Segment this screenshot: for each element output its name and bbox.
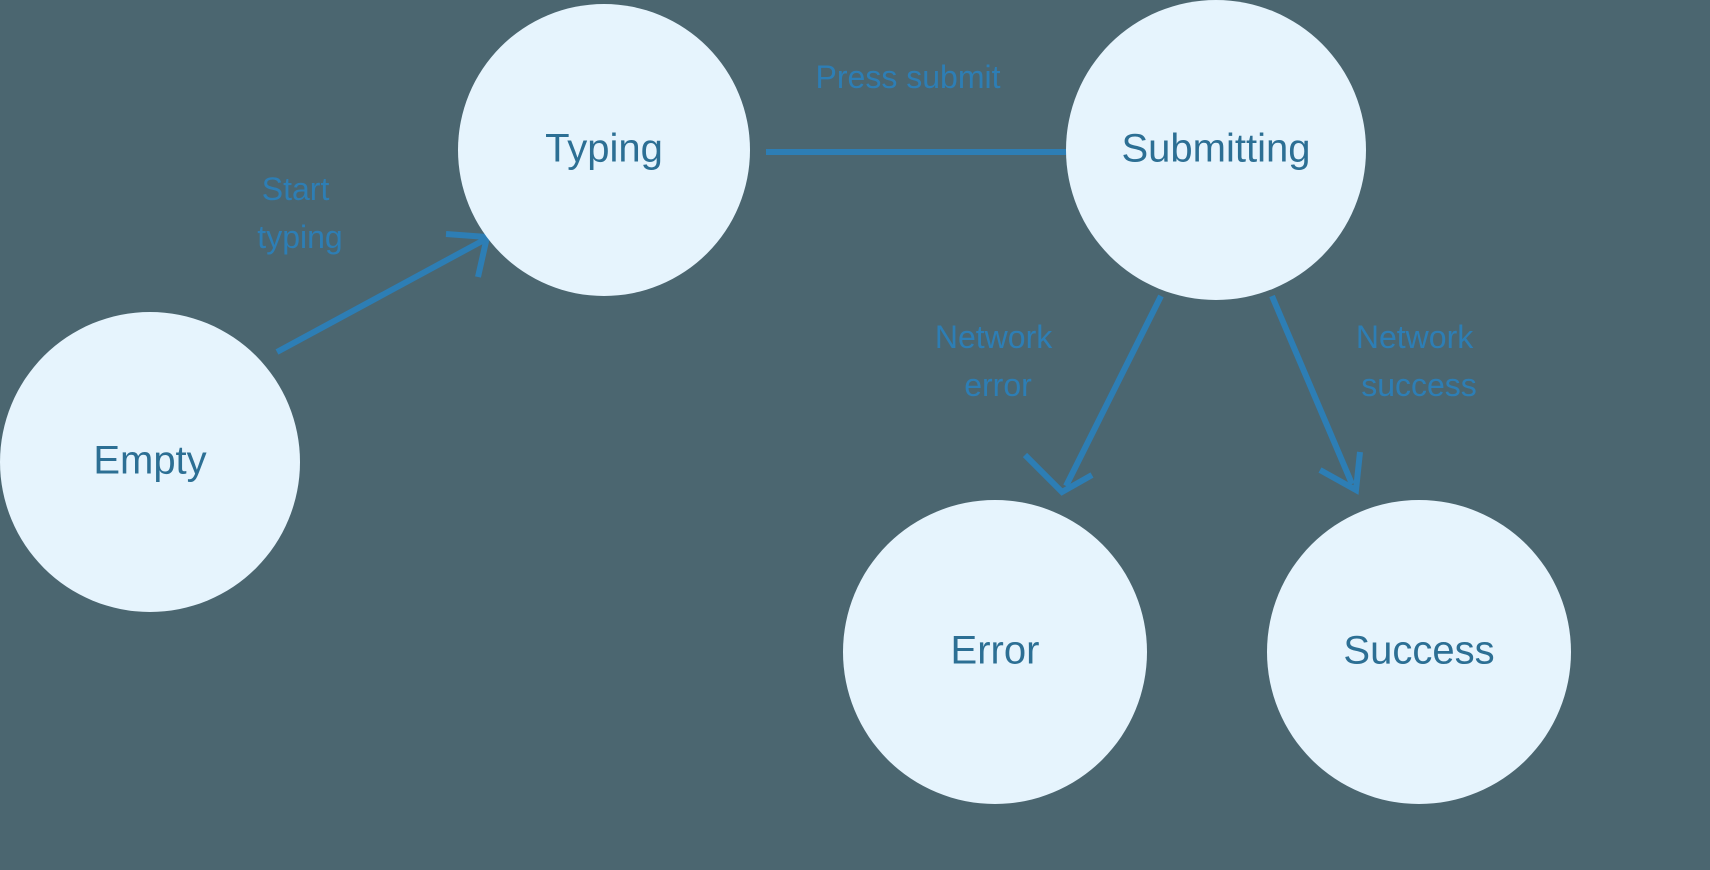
edge-label-line-1: Press submit xyxy=(816,59,1001,95)
edge-empty-to-typing-line xyxy=(275,237,486,355)
node-success-circle[interactable] xyxy=(1267,500,1571,804)
node-submitting[interactable]: Submitting xyxy=(1066,0,1366,300)
edge-label-line-2: success xyxy=(1361,367,1477,403)
node-submitting-label: Submitting xyxy=(1122,127,1311,171)
edge-label-line-1: Start xyxy=(262,171,330,207)
edge-submitting-to-success: Network success xyxy=(1269,294,1482,495)
node-empty[interactable]: Empty xyxy=(0,312,300,612)
edge-submitting-to-success-arrowhead xyxy=(1318,451,1363,495)
edge-submitting-to-error-line xyxy=(1063,294,1164,488)
edge-submitting-to-error-arrowhead xyxy=(1022,452,1094,496)
edge-label-line-2: typing xyxy=(257,219,342,255)
edge-empty-to-typing: Start typing xyxy=(257,171,491,355)
node-error-circle[interactable] xyxy=(843,500,1147,804)
edge-label-line-1: Network xyxy=(935,319,1053,355)
edge-submitting-to-error-label: Network error xyxy=(935,319,1061,403)
node-typing-circle[interactable] xyxy=(458,4,750,296)
node-typing-label: Typing xyxy=(545,127,663,171)
edge-empty-to-typing-label: Start typing xyxy=(257,171,342,255)
node-submitting-circle[interactable] xyxy=(1066,0,1366,300)
node-success[interactable]: Success xyxy=(1267,500,1571,804)
edge-submitting-to-error: Network error xyxy=(935,294,1164,496)
node-error-label: Error xyxy=(951,629,1040,673)
node-empty-circle[interactable] xyxy=(0,312,300,612)
node-empty-label: Empty xyxy=(93,439,206,483)
node-error[interactable]: Error xyxy=(843,500,1147,804)
edge-submitting-to-success-label: Network success xyxy=(1356,319,1482,403)
edge-typing-to-submitting-label: Press submit xyxy=(816,59,1001,95)
edge-label-line-1: Network xyxy=(1356,319,1474,355)
node-typing[interactable]: Typing xyxy=(458,4,750,296)
node-success-label: Success xyxy=(1343,629,1494,673)
edge-label-line-2: error xyxy=(964,367,1032,403)
edge-submitting-to-success-line xyxy=(1269,294,1355,486)
